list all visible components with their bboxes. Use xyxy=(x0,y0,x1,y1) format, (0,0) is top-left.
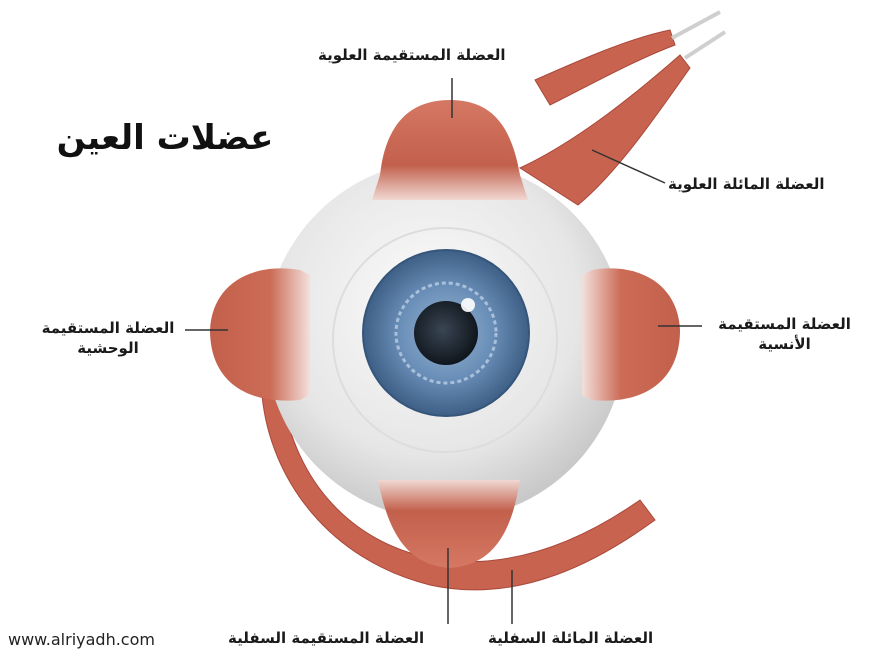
diagram-title: عضلات العين xyxy=(40,118,290,158)
eye-highlight xyxy=(461,298,475,312)
label-superior-rectus: العضلة المستقيمة العلوية xyxy=(318,45,505,65)
medial-rectus-muscle xyxy=(582,268,680,400)
label-medial-rectus-line2: الأنسية xyxy=(702,334,867,354)
superior-oblique-tendon xyxy=(672,12,720,38)
label-inferior-rectus: العضلة المستقيمة السفلية xyxy=(228,628,424,648)
superior-oblique-tendon-2 xyxy=(685,32,725,58)
label-inferior-oblique: العضلة المائلة السفلية xyxy=(488,628,653,648)
label-lateral-rectus-line1: العضلة المستقيمة xyxy=(28,318,188,338)
label-medial-rectus-line1: العضلة المستقيمة xyxy=(702,314,867,334)
label-lateral-rectus-line2: الوحشية xyxy=(28,338,188,358)
watermark: www.alriyadh.com xyxy=(8,630,155,649)
lateral-rectus-muscle xyxy=(210,268,310,400)
label-medial-rectus: العضلة المستقيمة الأنسية xyxy=(702,314,867,355)
label-lateral-rectus: العضلة المستقيمة الوحشية xyxy=(28,318,188,359)
superior-rectus-muscle xyxy=(372,100,528,200)
label-superior-oblique: العضلة المائلة العلوية xyxy=(668,174,825,194)
